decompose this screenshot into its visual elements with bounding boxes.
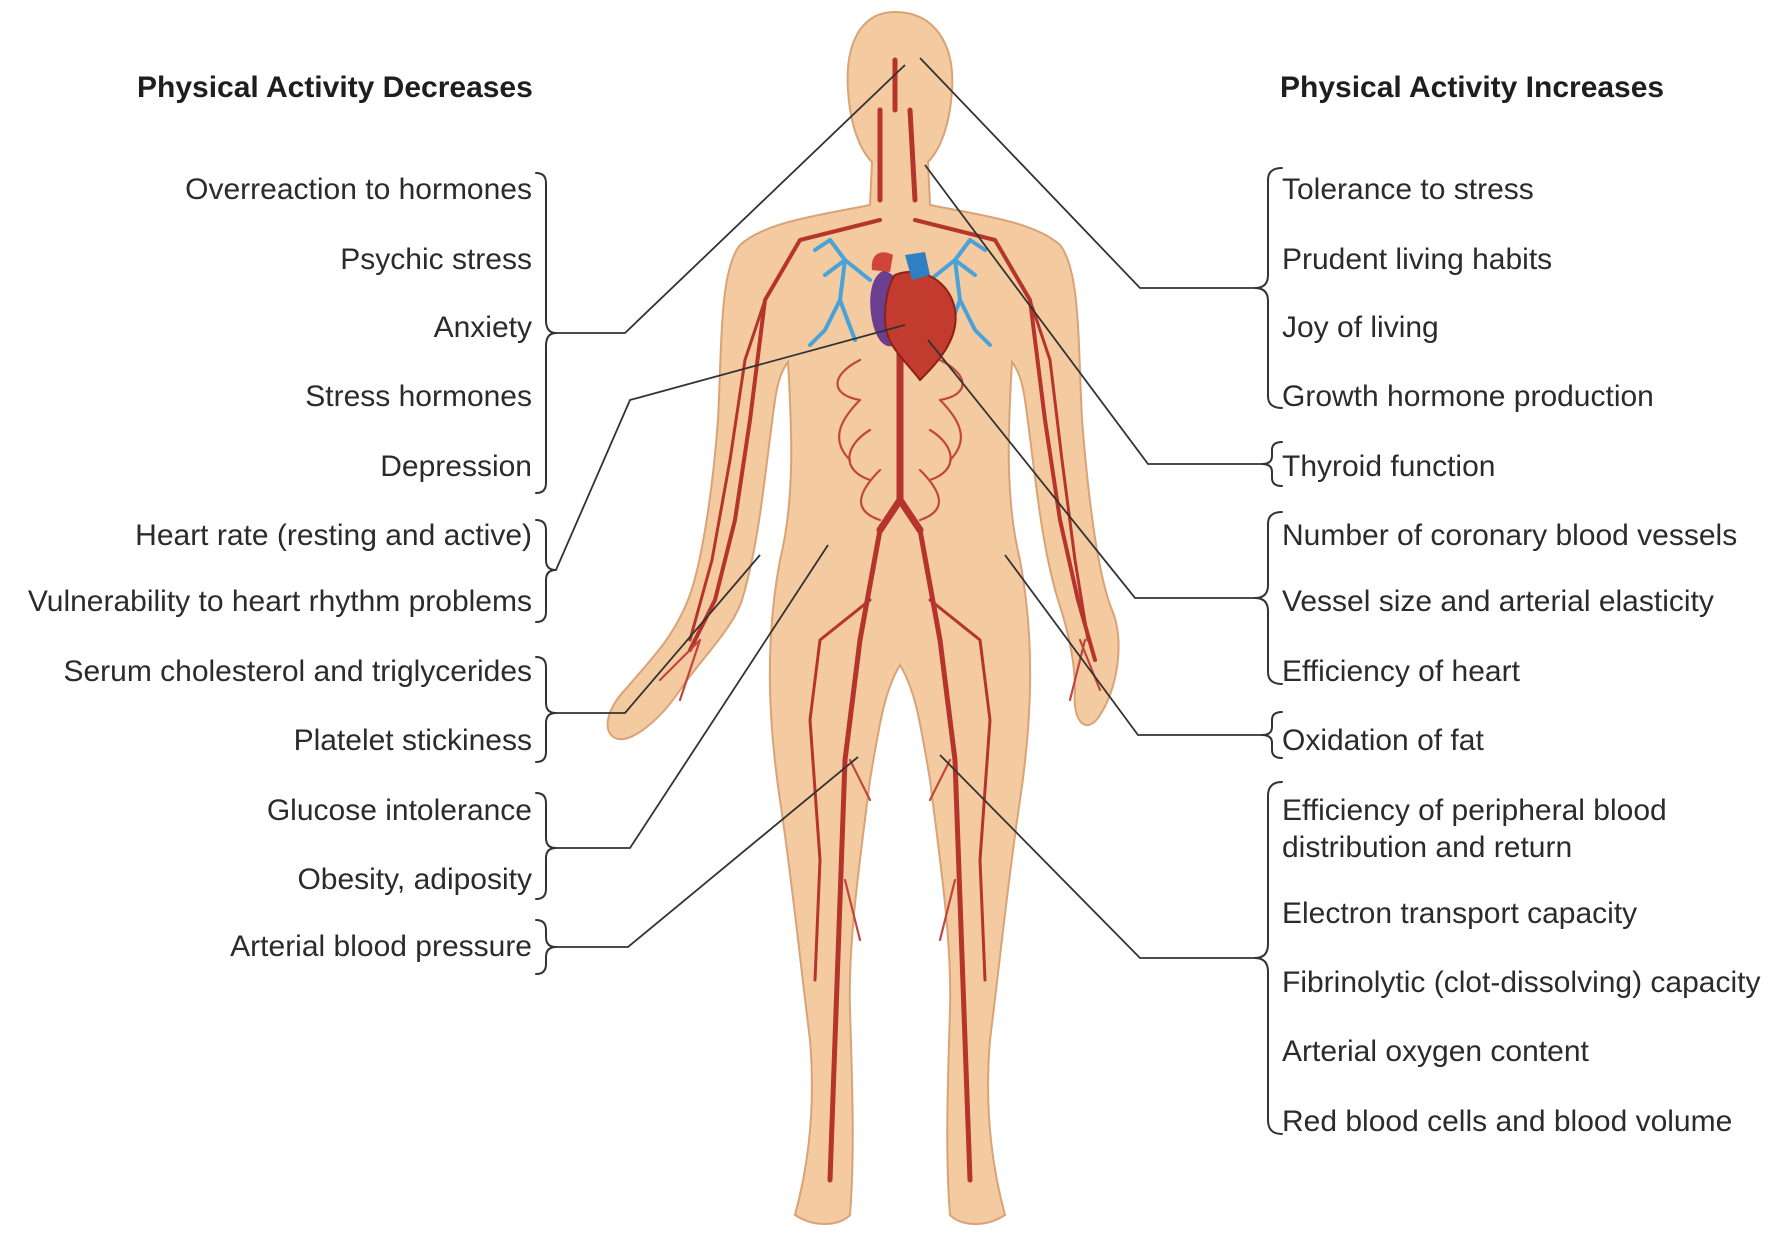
label-electron-transport: Electron transport capacity	[1282, 897, 1637, 930]
label-vessel-size-elasticity: Vessel size and arterial elasticity	[1282, 585, 1714, 618]
label-serum-cholesterol: Serum cholesterol and triglycerides	[63, 655, 532, 688]
label-overreaction-to-hormones: Overreaction to hormones	[185, 173, 532, 206]
brace-peripheral-group	[1255, 782, 1282, 1134]
brace-glucose-group	[536, 793, 556, 899]
brace-blood-pressure	[536, 920, 556, 974]
label-red-blood-cells: Red blood cells and blood volume	[1282, 1105, 1732, 1138]
label-heart-rate: Heart rate (resting and active)	[135, 519, 532, 552]
label-glucose-intolerance: Glucose intolerance	[267, 794, 532, 827]
brace-thyroid	[1262, 442, 1282, 486]
brace-heart-group	[536, 520, 556, 622]
brace-stress-group	[536, 173, 556, 493]
label-tolerance-to-stress: Tolerance to stress	[1282, 173, 1534, 206]
brace-coronary-group	[1255, 512, 1282, 684]
label-thyroid-function: Thyroid function	[1282, 450, 1495, 483]
label-arterial-oxygen: Arterial oxygen content	[1282, 1035, 1590, 1068]
heading-increases: Physical Activity Increases	[1280, 71, 1664, 104]
label-oxidation-of-fat: Oxidation of fat	[1282, 724, 1484, 757]
label-psychic-stress: Psychic stress	[340, 243, 532, 276]
label-depression: Depression	[380, 450, 532, 483]
label-heart-rhythm-vulnerability: Vulnerability to heart rhythm problems	[28, 585, 532, 618]
label-growth-hormone-production: Growth hormone production	[1282, 380, 1654, 413]
label-fibrinolytic-capacity: Fibrinolytic (clot-dissolving) capacity	[1282, 966, 1760, 999]
right-braces	[1255, 168, 1282, 1134]
label-joy-of-living: Joy of living	[1282, 311, 1439, 344]
left-braces	[536, 173, 556, 974]
label-peripheral-blood-efficiency-cont: distribution and return	[1282, 831, 1572, 864]
label-prudent-living-habits: Prudent living habits	[1282, 243, 1552, 276]
increases-list: Tolerance to stress Prudent living habit…	[1282, 173, 1760, 1138]
label-platelet-stickiness: Platelet stickiness	[294, 724, 532, 757]
label-arterial-blood-pressure: Arterial blood pressure	[230, 930, 532, 963]
label-obesity-adiposity: Obesity, adiposity	[297, 863, 532, 896]
heading-decreases: Physical Activity Decreases	[137, 71, 533, 104]
brace-fat-oxidation	[1262, 712, 1282, 758]
label-efficiency-of-heart: Efficiency of heart	[1282, 655, 1521, 688]
label-stress-hormones: Stress hormones	[305, 380, 532, 413]
brace-tolerance-group	[1255, 168, 1282, 408]
brace-cholesterol-group	[536, 657, 556, 762]
label-peripheral-blood-efficiency: Efficiency of peripheral blood	[1282, 794, 1667, 827]
decreases-list: Overreaction to hormones Psychic stress …	[28, 173, 532, 963]
label-coronary-blood-vessels: Number of coronary blood vessels	[1282, 519, 1737, 552]
label-anxiety: Anxiety	[434, 311, 532, 344]
